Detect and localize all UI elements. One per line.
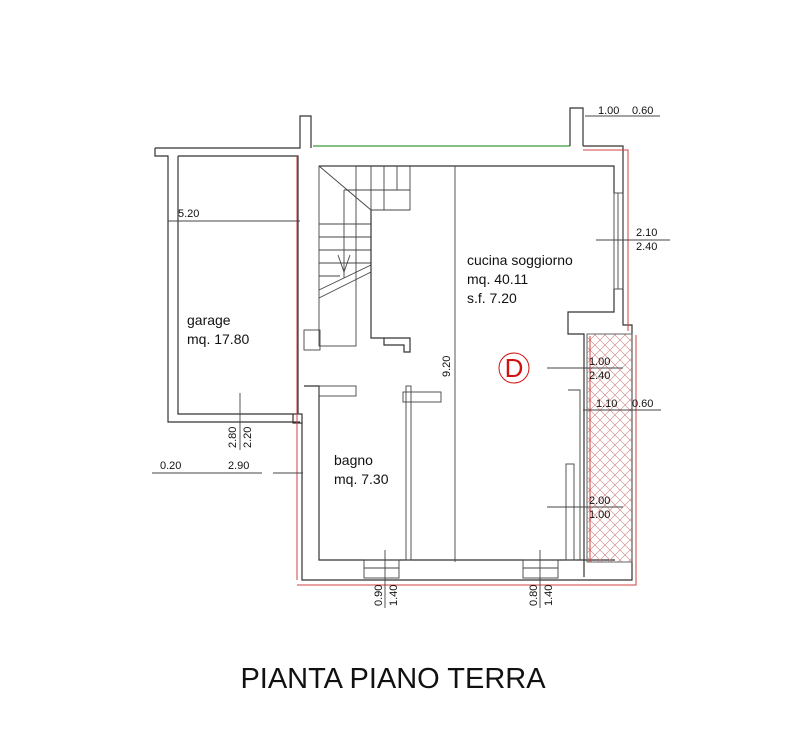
dim-sogg-win-b: 1.40 xyxy=(543,585,555,606)
dim-win-e-bottom: 2.40 xyxy=(636,241,657,253)
dim-top-a: 1.00 xyxy=(598,105,619,117)
dim-left-a: 0.20 xyxy=(160,460,181,472)
bagno-name: bagno xyxy=(334,452,373,468)
dim-win-se-bottom: 1.00 xyxy=(589,509,610,521)
dim-sogg-win-a: 0.80 xyxy=(528,585,540,606)
dim-bagno-win-b: 1.40 xyxy=(388,585,400,606)
bagno-walls xyxy=(318,385,581,579)
cucina-sf: s.f. 7.20 xyxy=(467,290,517,306)
dim-porch-b: 0.60 xyxy=(632,398,653,410)
house-walls xyxy=(297,107,637,586)
dim-porch-a: 1.10 xyxy=(596,398,617,410)
porch-hatch xyxy=(586,333,633,563)
dim-left-b: 2.90 xyxy=(228,460,249,472)
garage-area: mq. 17.80 xyxy=(187,331,249,347)
garage-walls xyxy=(154,115,312,580)
dim-garage-door-b: 2.20 xyxy=(242,427,254,448)
marker-label: D xyxy=(505,353,524,383)
dim-garage-width: 5.20 xyxy=(178,208,199,220)
garage-name: garage xyxy=(187,312,231,328)
plan-title: PIANTA PIANO TERRA xyxy=(240,663,546,695)
bagno-area: mq. 7.30 xyxy=(334,471,389,487)
staircase xyxy=(303,165,411,353)
dim-win-se-top: 2.00 xyxy=(589,495,610,507)
marker-circle xyxy=(498,352,530,384)
dim-bagno-win-a: 0.90 xyxy=(373,585,385,606)
cucina-area: mq. 40.11 xyxy=(467,271,528,287)
dim-win-e-top: 2.10 xyxy=(636,227,657,239)
cucina-name: cucina soggiorno xyxy=(467,252,573,268)
dim-garage-door-a: 2.80 xyxy=(227,427,239,448)
dim-height: 9.20 xyxy=(441,356,453,377)
dimension-lines xyxy=(152,115,670,608)
dim-door-top: 1.00 xyxy=(589,356,610,368)
dim-door-bottom: 2.40 xyxy=(589,370,610,382)
dim-top-b: 0.60 xyxy=(632,105,653,117)
